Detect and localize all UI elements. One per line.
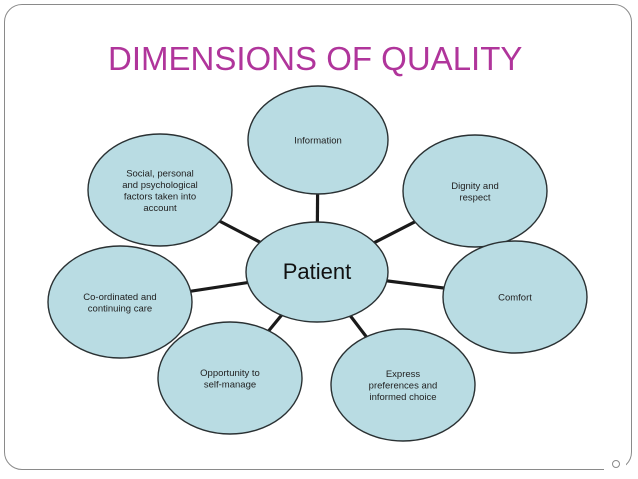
patient-hub-shape bbox=[245, 221, 389, 323]
bubble-label-line: and psychological bbox=[122, 180, 198, 191]
bubble-label-line: factors taken into bbox=[124, 191, 196, 202]
patient-hub: Patient bbox=[245, 221, 389, 323]
bubble-shape bbox=[87, 133, 233, 247]
slide-corner-ornament bbox=[604, 458, 626, 472]
bubble-label-line: Opportunity to bbox=[200, 368, 260, 379]
bubble-label-line: Dignity and bbox=[451, 181, 499, 192]
bubble-label-line: informed choice bbox=[369, 392, 436, 403]
bubble-label-line: continuing care bbox=[88, 303, 152, 314]
bubble-label-line: Social, personal bbox=[126, 168, 194, 179]
bubble-label-line: preferences and bbox=[369, 381, 438, 392]
patient-hub-label: Patient bbox=[283, 259, 352, 284]
bubble-shape bbox=[247, 85, 389, 195]
bubble-shape bbox=[402, 134, 548, 248]
bubble-shape bbox=[330, 328, 476, 442]
bubble-comfort: Comfort bbox=[442, 240, 588, 354]
bubble-label-line: Express bbox=[386, 369, 421, 380]
bubble-label-line: Comfort bbox=[498, 293, 532, 304]
bubble-shape bbox=[157, 321, 303, 435]
bubble-label-line: account bbox=[143, 203, 177, 214]
bubble-shape bbox=[47, 245, 193, 359]
bubble-information: Information bbox=[247, 85, 389, 195]
bubble-label-line: Information bbox=[294, 136, 342, 147]
slide-title: DIMENSIONS OF QUALITY bbox=[108, 40, 523, 77]
bubble-label-line: self-manage bbox=[204, 379, 256, 390]
bubble-shape bbox=[442, 240, 588, 354]
bubble-label-line: Co-ordinated and bbox=[83, 292, 156, 303]
bubble-label-line: respect bbox=[459, 192, 491, 203]
